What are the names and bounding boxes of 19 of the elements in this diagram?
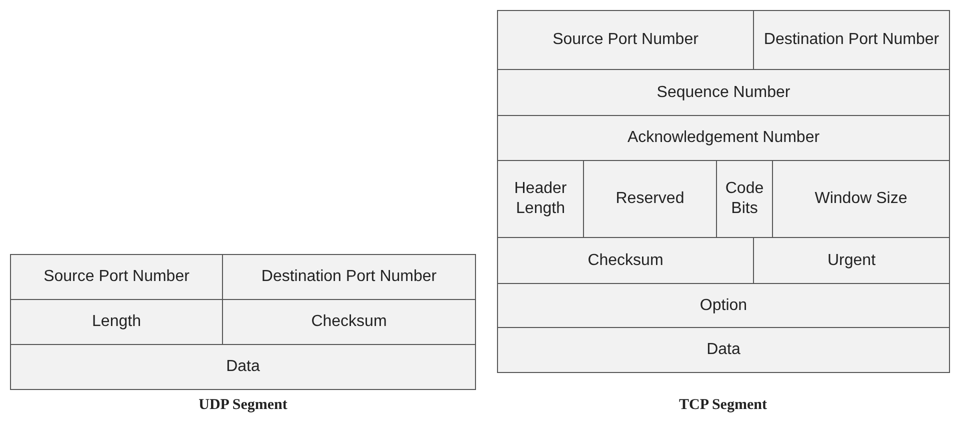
header-field: Code Bits [716,160,773,238]
table-caption: TCP Segment [679,397,767,414]
header-field: Option [497,283,950,328]
header-field: Length [10,299,223,345]
header-field: Data [10,344,476,390]
header-field: Sequence Number [497,69,950,116]
header-field: Checksum [222,299,476,345]
header-field: Window Size [772,160,950,238]
header-field: Data [497,327,950,373]
header-field: Reserved [583,160,717,238]
header-field: Destination Port Number [753,10,950,70]
header-field: Checksum [497,237,754,284]
header-field: Source Port Number [10,254,223,300]
table-caption: UDP Segment [198,397,288,414]
header-field: Destination Port Number [222,254,476,300]
header-field: Header Length [497,160,584,238]
header-field: Source Port Number [497,10,754,70]
header-field: Urgent [753,237,950,284]
header-field: Acknowledgement Number [497,115,950,161]
